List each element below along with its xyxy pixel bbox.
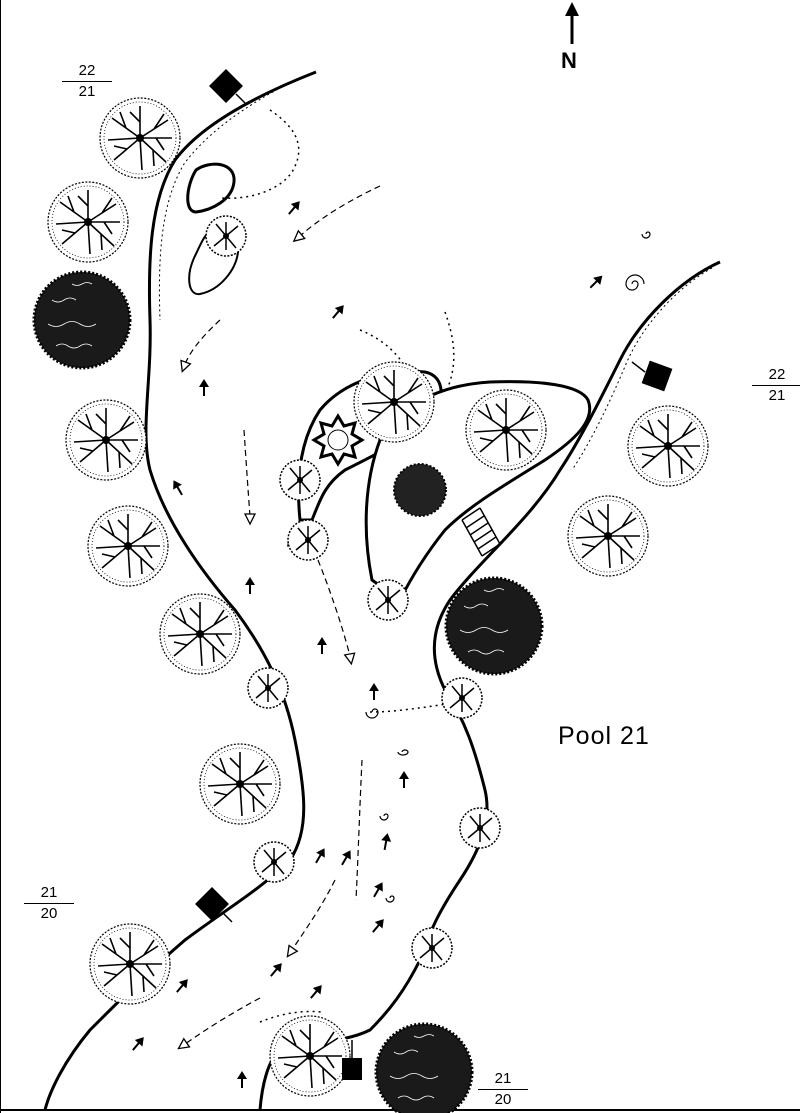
pool-marker-icon (195, 69, 673, 1080)
section-marker-lower: 20 (40, 905, 58, 922)
bridge-icon (461, 507, 501, 557)
current-lines (184, 185, 381, 1045)
tree-icon (393, 463, 447, 517)
north-arrow-icon (565, 2, 579, 44)
flow-line-dotted (221, 109, 300, 199)
section-marker-lower: 21 (768, 387, 786, 404)
section-marker-upper: 22 (752, 366, 800, 386)
section-marker-upper-left: 22 21 (62, 62, 112, 101)
river-bank-east (258, 260, 721, 1111)
section-marker-lower-right: 21 20 (478, 1070, 528, 1109)
pool-label: Pool 21 (558, 722, 650, 750)
section-marker-upper: 21 (24, 884, 74, 904)
section-marker-upper-right: 22 21 (752, 366, 800, 405)
section-marker-lower: 21 (78, 83, 96, 100)
north-label: N (561, 48, 577, 73)
islet-upper (186, 162, 236, 214)
section-marker-upper: 22 (62, 62, 112, 82)
spiral-eddy-icon (365, 231, 651, 903)
section-marker-upper: 21 (478, 1070, 528, 1090)
section-marker-lower-left: 21 20 (24, 884, 74, 923)
tree-icon (311, 413, 365, 467)
section-marker-lower: 20 (494, 1091, 512, 1108)
